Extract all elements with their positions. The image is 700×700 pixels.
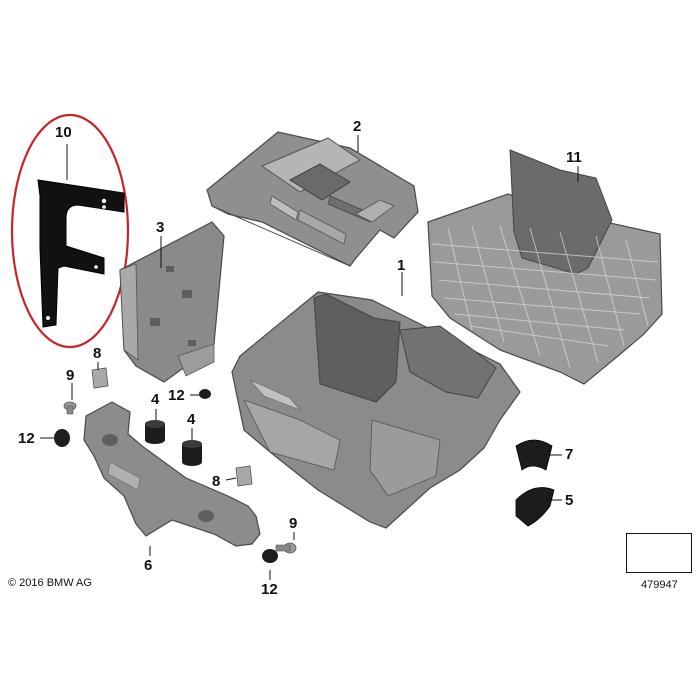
callout-7: 7	[565, 446, 574, 463]
callout-3: 3	[156, 219, 165, 236]
diagram-nav-icon[interactable]	[626, 533, 692, 573]
callout-5: 5	[565, 492, 574, 509]
part-4-bushing-a[interactable]	[145, 420, 165, 444]
part-10-bracket[interactable]	[37, 179, 125, 328]
highlight-ring	[10, 113, 130, 349]
callout-10: 10	[55, 124, 72, 141]
callout-1: 1	[397, 257, 406, 274]
part-3-panel[interactable]	[119, 221, 225, 383]
part-1-battery-tray[interactable]	[231, 291, 521, 529]
callout-8-b: 8	[212, 473, 221, 490]
figure-number: 479947	[641, 579, 678, 591]
callout-12-c: 12	[261, 581, 278, 598]
part-8-clip-a[interactable]	[91, 367, 109, 389]
copyright-text: © 2016 BMW AG	[8, 577, 92, 589]
part-12-grommet-b[interactable]	[199, 389, 211, 399]
part-11-grille[interactable]	[427, 149, 663, 385]
callout-4-a: 4	[151, 391, 160, 408]
part-5-clamp[interactable]	[515, 487, 555, 527]
callout-8-a: 8	[93, 345, 102, 362]
part-2-cover[interactable]	[206, 131, 419, 267]
callout-9-b: 9	[289, 515, 298, 532]
leader-lines	[40, 135, 579, 580]
callout-12-b: 12	[168, 387, 185, 404]
part-9-bolt-b[interactable]	[275, 542, 297, 554]
part-6-support[interactable]	[83, 401, 261, 547]
part-4-bushing-b[interactable]	[182, 440, 202, 466]
part-12-grommet-c[interactable]	[262, 549, 278, 563]
callout-4-b: 4	[187, 411, 196, 428]
part-7-clamp[interactable]	[515, 439, 553, 471]
callout-12-a: 12	[18, 430, 35, 447]
callout-11: 11	[566, 149, 582, 166]
part-9-bolt-a[interactable]	[63, 401, 77, 415]
part-8-clip-b[interactable]	[235, 465, 253, 487]
part-12-grommet-a[interactable]	[54, 429, 70, 447]
callout-9-a: 9	[66, 367, 75, 384]
callout-2: 2	[353, 118, 362, 135]
callout-6: 6	[144, 557, 153, 574]
